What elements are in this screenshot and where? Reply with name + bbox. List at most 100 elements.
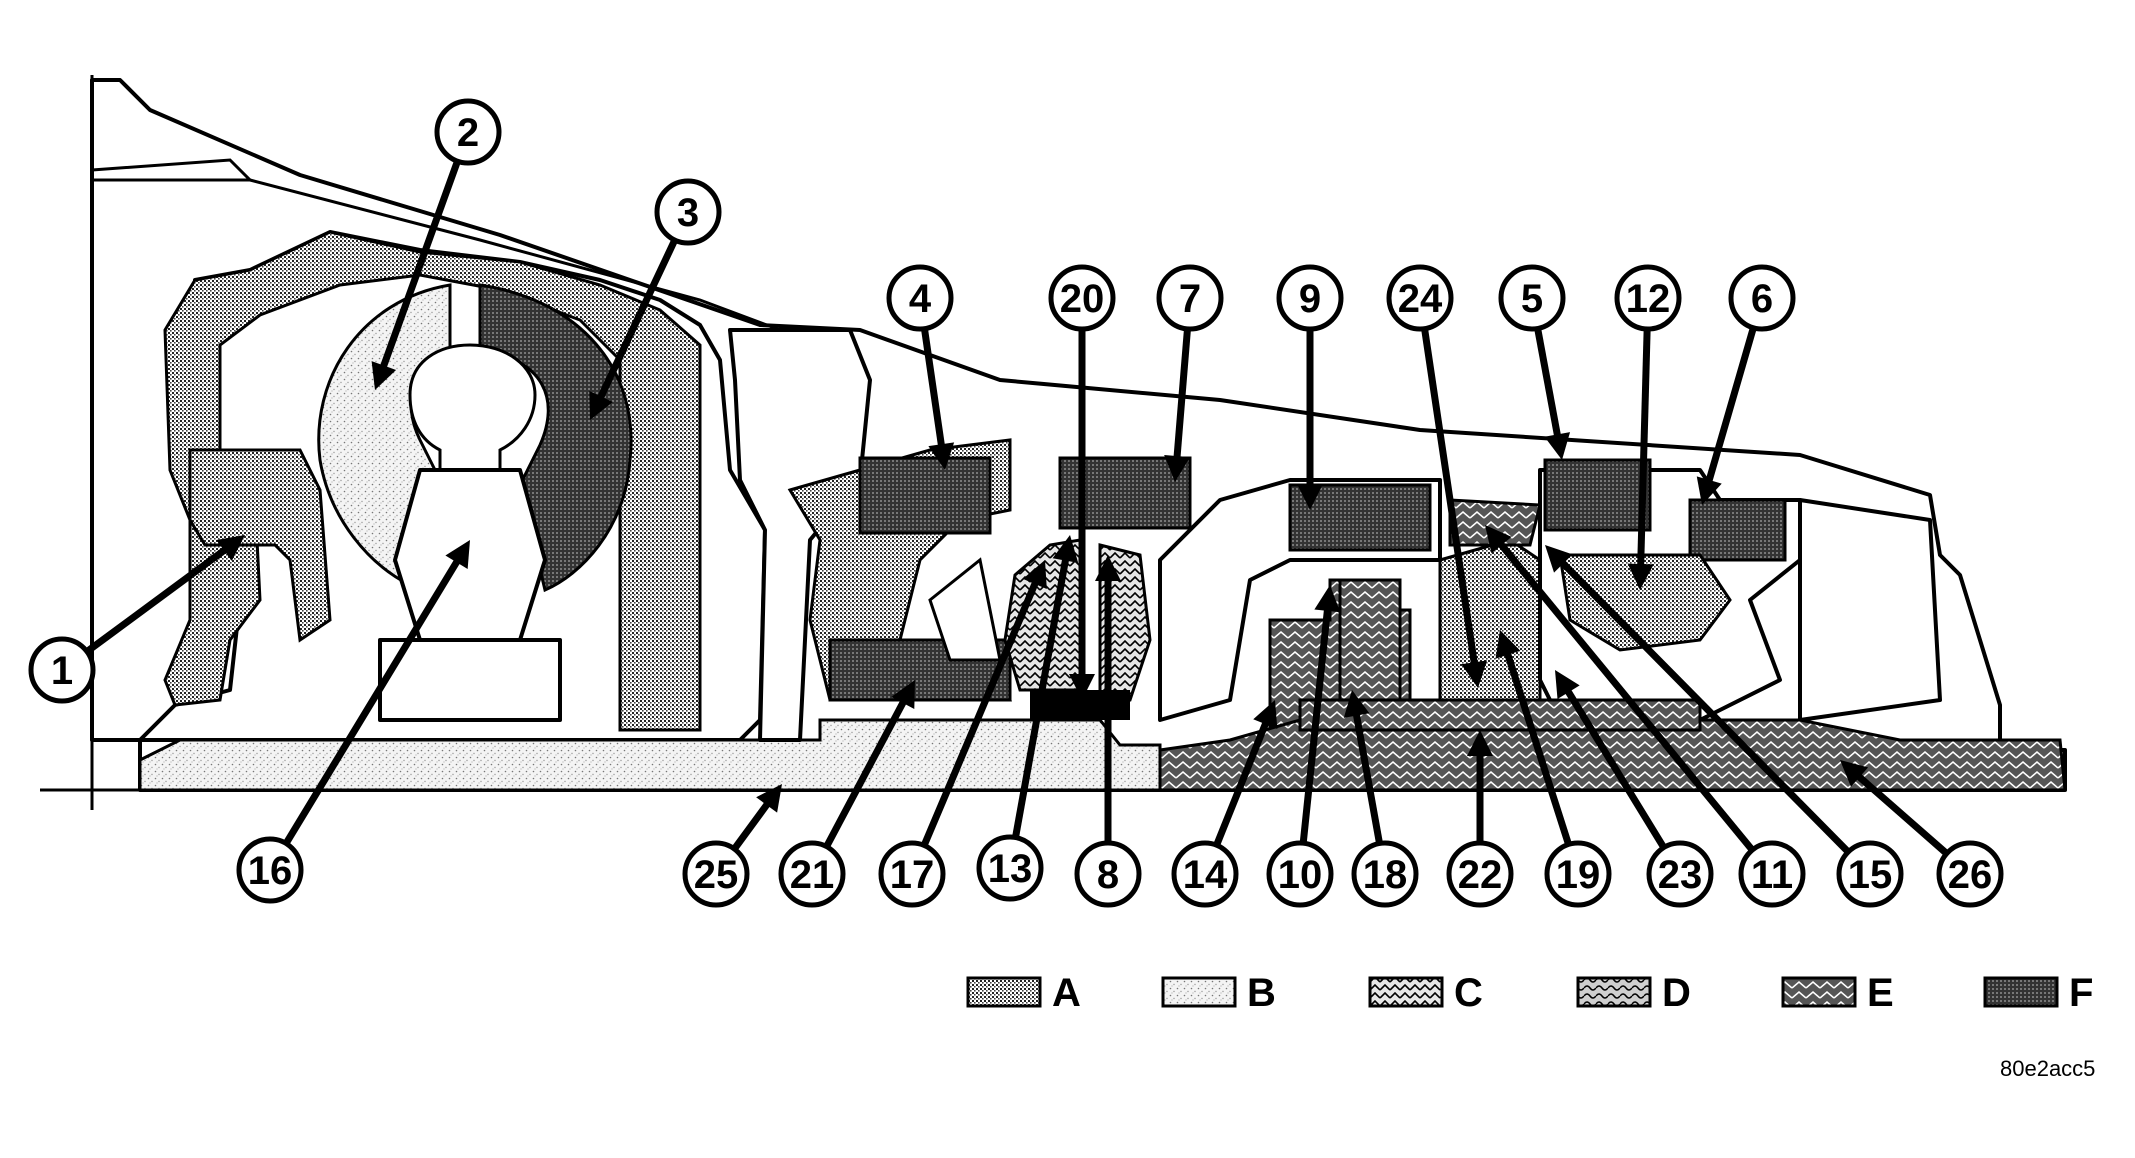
callout-leader-7 bbox=[1173, 328, 1191, 461]
callout-circle-16 bbox=[236, 836, 304, 904]
callout-leader-10 bbox=[1299, 606, 1332, 844]
output-shaft-22 bbox=[1298, 698, 1702, 732]
callout-label-10: 10 bbox=[1278, 853, 1323, 897]
callout-arrowhead-8 bbox=[1095, 555, 1121, 581]
callout-circle-17 bbox=[878, 840, 946, 908]
callout-label-17: 17 bbox=[890, 853, 935, 897]
callout-label-5: 5 bbox=[1521, 277, 1543, 321]
pump-body bbox=[728, 328, 872, 742]
callout-circle-14 bbox=[1171, 840, 1239, 908]
callout-label-24: 24 bbox=[1398, 277, 1443, 321]
callout-arrowhead-24 bbox=[1461, 660, 1488, 688]
callout-circle-19 bbox=[1544, 840, 1612, 908]
callout-label-25: 25 bbox=[694, 853, 739, 897]
callout-arrowhead-20 bbox=[1069, 674, 1095, 700]
callout-circle-24 bbox=[1386, 264, 1454, 332]
callout-leader-2 bbox=[379, 159, 461, 371]
legend-swatch-c bbox=[1368, 976, 1444, 1008]
callout-arrowhead-19 bbox=[1495, 630, 1521, 659]
callout-label-7: 7 bbox=[1179, 277, 1201, 321]
callout-circle-12 bbox=[1614, 264, 1682, 332]
callout-leader-23 bbox=[1563, 686, 1667, 850]
legend-label-f: F bbox=[2069, 971, 2093, 1015]
clutch-plates-5 bbox=[1543, 458, 1652, 532]
callout-leader-15 bbox=[1557, 558, 1851, 855]
callout-leader-26 bbox=[1854, 771, 1950, 857]
callout-circle-11 bbox=[1738, 840, 1806, 908]
planetary-24 bbox=[1438, 538, 1542, 702]
legend-label-d: D bbox=[1662, 971, 1691, 1015]
callout-leader-16 bbox=[283, 557, 462, 846]
callout-leader-11 bbox=[1496, 539, 1756, 853]
callout-leader-5 bbox=[1534, 327, 1562, 440]
callout-label-21: 21 bbox=[790, 853, 835, 897]
callout-circle-8 bbox=[1074, 840, 1142, 908]
callout-circle-2 bbox=[434, 98, 502, 166]
legend-swatch-a bbox=[966, 976, 1042, 1008]
callout-arrowhead-11 bbox=[1485, 525, 1512, 554]
legend-label-a: A bbox=[1052, 971, 1081, 1015]
callout-label-18: 18 bbox=[1363, 853, 1408, 897]
callout-leader-21 bbox=[823, 697, 908, 849]
gear-11 bbox=[1448, 498, 1542, 547]
callout-label-26: 26 bbox=[1948, 853, 1993, 897]
callout-leader-17 bbox=[920, 578, 1040, 847]
housing-top-line bbox=[249, 178, 781, 332]
callout-circle-23 bbox=[1646, 840, 1714, 908]
housing-inner-rib bbox=[91, 158, 254, 182]
callout-label-16: 16 bbox=[248, 849, 293, 893]
callout-label-4: 4 bbox=[909, 277, 932, 321]
callout-label-12: 12 bbox=[1626, 277, 1671, 321]
callout-leader-19 bbox=[1503, 649, 1572, 846]
callout-circle-6 bbox=[1728, 264, 1796, 332]
clutch-piston-12 bbox=[1558, 553, 1732, 652]
callout-label-8: 8 bbox=[1097, 853, 1119, 897]
callout-label-23: 23 bbox=[1658, 853, 1703, 897]
callout-label-9: 9 bbox=[1299, 277, 1321, 321]
callout-label-3: 3 bbox=[677, 191, 699, 235]
callout-circle-5 bbox=[1498, 264, 1566, 332]
callout-label-22: 22 bbox=[1458, 853, 1503, 897]
clutch-plates-6 bbox=[1688, 498, 1787, 562]
callout-label-11: 11 bbox=[1751, 853, 1793, 897]
callout-leader-25 bbox=[731, 799, 772, 852]
callout-arrowhead-14 bbox=[1253, 700, 1278, 729]
callout-arrowhead-18 bbox=[1343, 690, 1370, 718]
callout-circle-1 bbox=[28, 636, 96, 704]
callout-arrowhead-12 bbox=[1627, 563, 1654, 590]
callout-circle-20 bbox=[1048, 264, 1116, 332]
callout-circle-9 bbox=[1276, 264, 1344, 332]
callout-label-6: 6 bbox=[1751, 277, 1773, 321]
callout-circle-7 bbox=[1156, 264, 1224, 332]
callout-arrowhead-1 bbox=[216, 535, 245, 561]
callout-label-2: 2 bbox=[457, 111, 479, 155]
callout-leader-1 bbox=[84, 545, 230, 655]
legend-label-b: B bbox=[1247, 971, 1276, 1015]
callout-circle-21 bbox=[778, 840, 846, 908]
callout-circle-18 bbox=[1351, 840, 1419, 908]
callout-arrowhead-17 bbox=[1022, 560, 1047, 590]
callout-leader-18 bbox=[1352, 711, 1383, 845]
callout-arrowhead-9 bbox=[1297, 484, 1323, 510]
callout-arrowhead-15 bbox=[1545, 545, 1573, 573]
callout-label-13: 13 bbox=[988, 847, 1033, 891]
rear-housing bbox=[1798, 498, 1942, 722]
legend-label-e: E bbox=[1867, 971, 1894, 1015]
callout-circle-25 bbox=[682, 840, 750, 908]
callout-leader-24 bbox=[1421, 328, 1479, 667]
legend-swatch-e bbox=[1781, 976, 1857, 1008]
callout-label-1: 1 bbox=[51, 649, 73, 693]
clutch-plates-4 bbox=[858, 456, 992, 535]
converter-hub bbox=[378, 638, 562, 722]
bell-housing bbox=[163, 230, 702, 732]
callout-arrowhead-21 bbox=[891, 680, 915, 710]
callout-arrowhead-23 bbox=[1555, 670, 1580, 699]
legend-swatch-f bbox=[1983, 976, 2059, 1008]
callout-arrowhead-25 bbox=[756, 784, 782, 813]
callout-leader-6 bbox=[1704, 326, 1757, 485]
callout-arrowhead-16 bbox=[445, 540, 470, 569]
callout-leader-4 bbox=[920, 328, 946, 449]
